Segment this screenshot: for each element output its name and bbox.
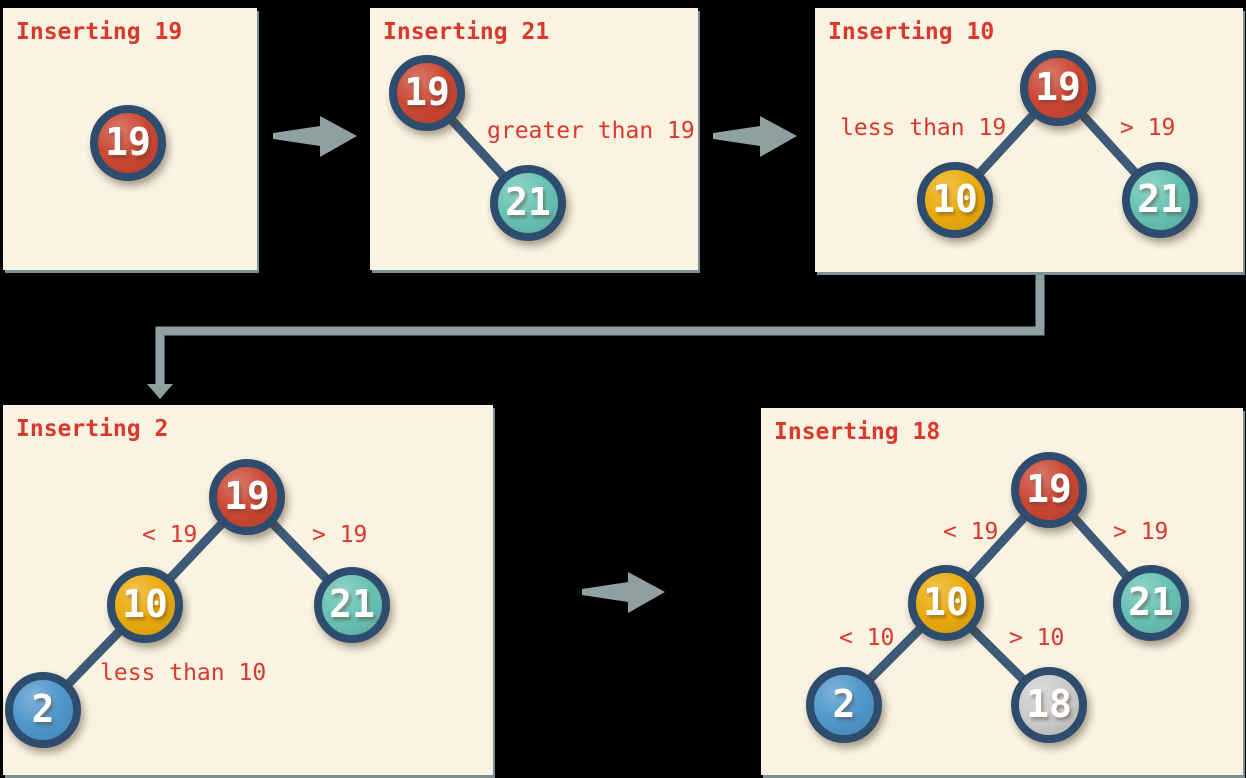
edge-label: > 10 bbox=[1009, 625, 1065, 651]
tree-node-10: 10 bbox=[917, 162, 993, 238]
panel-inserting-21: Inserting 21 19 21 greater than 19 bbox=[370, 8, 698, 270]
panel-title: Inserting 21 bbox=[383, 19, 550, 45]
tree-node-21: 21 bbox=[490, 165, 566, 241]
tree-node-10: 10 bbox=[107, 567, 183, 643]
panel-title: Inserting 18 bbox=[774, 419, 941, 445]
tree-node-21: 21 bbox=[1113, 565, 1189, 641]
panel-inserting-10: Inserting 10 19 10 21 less than 19 > 19 bbox=[815, 8, 1243, 272]
node-value: 2 bbox=[31, 687, 55, 731]
panel-title: Inserting 19 bbox=[16, 19, 183, 45]
arrow-right-icon bbox=[273, 116, 357, 157]
panel-title: Inserting 2 bbox=[16, 416, 169, 442]
node-value: 21 bbox=[329, 582, 375, 626]
node-value: 19 bbox=[224, 474, 270, 518]
node-value: 10 bbox=[122, 582, 168, 626]
node-value: 18 bbox=[1026, 682, 1072, 726]
node-value: 19 bbox=[1035, 65, 1081, 109]
edge-label: < 19 bbox=[142, 522, 198, 548]
panel-inserting-18: Inserting 18 19 10 21 2 18 < 19 > 19 < 1… bbox=[761, 408, 1243, 775]
panel-inserting-19: Inserting 19 19 bbox=[3, 8, 257, 270]
node-value: 19 bbox=[1026, 467, 1072, 511]
panel-inserting-2: Inserting 2 19 10 21 2 < 19 > 19 less th… bbox=[3, 405, 493, 775]
node-value: 21 bbox=[1128, 580, 1174, 624]
arrow-elbow-line bbox=[155, 275, 1045, 386]
node-value: 10 bbox=[932, 177, 978, 221]
edge-label: less than 10 bbox=[100, 660, 267, 686]
tree-node-19: 19 bbox=[209, 459, 285, 535]
node-value: 19 bbox=[404, 70, 450, 114]
edge-label: < 19 bbox=[943, 519, 999, 545]
node-value: 19 bbox=[105, 120, 151, 164]
tree-node-19: 19 bbox=[1020, 50, 1096, 126]
tree-node-10: 10 bbox=[908, 565, 984, 641]
node-value: 10 bbox=[923, 580, 969, 624]
tree-node-2: 2 bbox=[806, 667, 882, 743]
node-value: 21 bbox=[505, 180, 551, 224]
tree-node-19: 19 bbox=[389, 55, 465, 131]
tree-node-21: 21 bbox=[1122, 162, 1198, 238]
arrow-right-icon bbox=[713, 116, 797, 157]
node-value: 2 bbox=[832, 682, 856, 726]
node-value: 21 bbox=[1137, 177, 1183, 221]
arrow-right-icon bbox=[582, 572, 665, 613]
tree-node-18: 18 bbox=[1011, 667, 1087, 743]
edge-label: > 19 bbox=[1113, 519, 1169, 545]
tree-node-21: 21 bbox=[314, 567, 390, 643]
edge-label: greater than 19 bbox=[487, 118, 695, 144]
arrow-down-icon bbox=[147, 384, 173, 399]
edge-label: > 19 bbox=[312, 522, 368, 548]
panel-title: Inserting 10 bbox=[828, 19, 995, 45]
tree-node-19: 19 bbox=[90, 105, 166, 181]
edge-label: < 10 bbox=[839, 625, 895, 651]
edge-label: > 19 bbox=[1120, 115, 1176, 141]
tree-node-19: 19 bbox=[1011, 452, 1087, 528]
tree-node-2: 2 bbox=[5, 672, 81, 748]
edge-label: less than 19 bbox=[840, 115, 1007, 141]
